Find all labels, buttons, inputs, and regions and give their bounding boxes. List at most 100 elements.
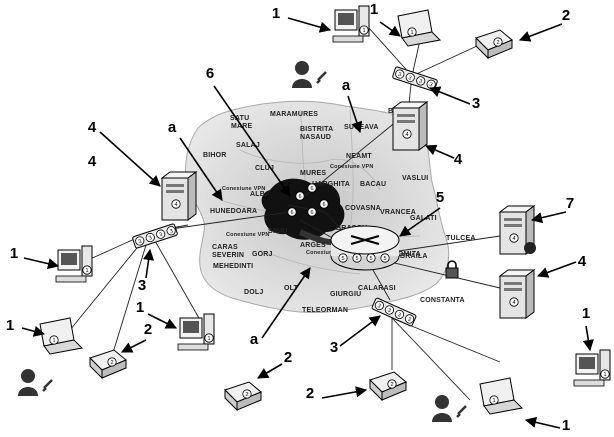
county-label-mehedinti: MEHEDINTI [213, 263, 253, 270]
vpn-label: Conexiune VPN [222, 186, 266, 192]
callout-c2d: 2 [306, 385, 366, 402]
node-number: 1 [603, 372, 606, 378]
callout-number: 4 [88, 119, 97, 136]
callout-number: 4 [578, 253, 587, 270]
county-label-giurgiu: GIURGIU [330, 291, 361, 298]
county-label-dolj: DOLJ [244, 289, 263, 296]
callout-number: 1 [136, 299, 144, 316]
node-number: 2 [496, 40, 499, 46]
county-label-maramures: MARAMURES [270, 111, 318, 118]
callout-number: 2 [306, 385, 314, 402]
callout-c2c: 2 [258, 349, 292, 378]
county-label-teleorman: TELEORMAN [302, 307, 348, 314]
county-label-satu-mare: SATU [230, 115, 249, 122]
callout-arrow [146, 250, 150, 278]
callout-c4d: 4 [88, 153, 97, 170]
county-label-tulcea: TULCEA [446, 235, 476, 242]
node-number: 2 [390, 382, 393, 388]
callout-number: 2 [144, 321, 152, 338]
callout-c3b: 3 [138, 250, 150, 294]
printer-bottom[interactable]: 2 [370, 372, 406, 400]
desktop-left[interactable]: 1 [56, 246, 92, 282]
callout-number: 3 [472, 95, 480, 112]
callout-number: 2 [562, 7, 570, 24]
county-label-arges: ARGES [300, 242, 326, 249]
county-label-calarasi: CALARASI [358, 285, 396, 292]
printer-bottom-center[interactable]: 2 [225, 382, 261, 410]
node-number: 6 [298, 194, 301, 200]
laptop-bottom-right[interactable]: 1 [480, 378, 522, 414]
callout-arrow [538, 262, 576, 276]
callout-c4b: 4 [426, 146, 463, 168]
callout-arrow [586, 326, 590, 350]
laptop-top[interactable]: 1 [398, 10, 440, 46]
county-label-vaslui: VASLUI [402, 175, 428, 182]
callout-arrow [340, 316, 380, 346]
server-right-db[interactable]: 4 [500, 270, 534, 318]
county-label-caras: CARAS [212, 244, 238, 251]
callout-number: 5 [436, 189, 444, 206]
desktop-top[interactable]: 1 [333, 6, 369, 42]
server-right-dark[interactable]: 4 [500, 206, 536, 254]
callout-number: 1 [562, 417, 570, 434]
county-label-nasaud: NASAUD [300, 134, 331, 141]
node-number: 4 [512, 236, 515, 242]
callout-number: 1 [10, 245, 18, 262]
callout-arrow [430, 88, 470, 104]
county-label-bacau: BACAU [360, 181, 386, 188]
callout-arrow [24, 258, 58, 266]
callout-c1d: 1 [6, 317, 44, 334]
node-number: 2 [110, 360, 113, 366]
node-number: 6 [322, 202, 325, 208]
callout-arrow [258, 364, 282, 378]
desktop-center-left[interactable]: 1 [178, 314, 214, 350]
callout-arrow [100, 132, 160, 186]
user-top [292, 61, 326, 88]
callout-number: a [168, 119, 177, 136]
callout-number: 1 [6, 317, 14, 334]
callout-number: 4 [88, 153, 97, 170]
county-label-mures: MURES [300, 170, 326, 177]
callout-c4a: 4 [88, 119, 160, 186]
county-label-alba: ALBA [250, 191, 270, 198]
callout-arrow [526, 420, 560, 428]
callout-arrow [426, 146, 454, 158]
node-number: 6 [310, 210, 313, 216]
callout-number: 7 [566, 195, 574, 212]
callout-number: 3 [330, 339, 338, 356]
callout-number: a [250, 331, 259, 348]
user-bottom [432, 395, 466, 422]
server-top-right[interactable]: 4 [393, 102, 427, 150]
callout-arrow [520, 24, 562, 40]
county-label-braila: BRAILA [400, 253, 428, 260]
callout-c1g: 1 [526, 417, 570, 434]
node-number: 4 [405, 132, 408, 138]
county-label-galati: GALATI [410, 215, 437, 222]
server-left[interactable]: 4 [162, 172, 196, 220]
callout-number: 1 [582, 305, 590, 322]
node-number: 1 [410, 30, 413, 36]
callout-arrow [322, 390, 366, 398]
node-number: 1 [362, 28, 365, 34]
county-label-neamt: NEAMT [346, 153, 372, 160]
node-number: 6 [310, 186, 313, 192]
node-number: 1 [85, 268, 88, 274]
node-number: 5 [369, 256, 372, 262]
callout-arrow [148, 314, 176, 328]
county-label-harghita: HARGHITA [312, 181, 350, 188]
callout-arrow [288, 18, 330, 30]
callout-c2a: 2 [520, 7, 570, 40]
printer-left[interactable]: 2 [90, 350, 126, 378]
callout-arrow [380, 22, 400, 36]
printer-top[interactable]: 2 [476, 30, 512, 58]
callout-c3c: 3 [330, 316, 380, 356]
county-label-covasna: COVASNA [345, 205, 381, 212]
desktop-bottom-right[interactable]: 1 [574, 350, 610, 386]
county-label-gorj: GORJ [252, 251, 273, 258]
callout-c2b: 2 [122, 321, 152, 352]
county-label-severin: SEVERIN [212, 252, 244, 259]
node-number: 1 [492, 398, 495, 404]
